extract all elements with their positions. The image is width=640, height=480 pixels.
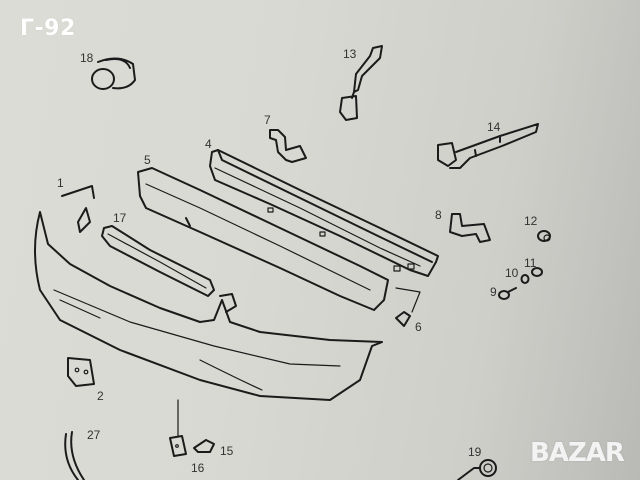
part-2-plate-icon bbox=[67, 357, 95, 387]
callout-1: 1 bbox=[57, 176, 64, 190]
part-16-clip-icon bbox=[169, 399, 187, 457]
part-15-screw-icon bbox=[193, 439, 215, 453]
callout-12: 12 bbox=[524, 214, 538, 228]
part-5-absorber-icon bbox=[137, 167, 389, 311]
callout-11: 11 bbox=[524, 256, 537, 270]
callout-8: 8 bbox=[435, 208, 442, 222]
callout-14: 14 bbox=[487, 120, 501, 134]
callout-13: 13 bbox=[343, 47, 357, 61]
part-9-bolt-icon bbox=[498, 287, 517, 300]
part-7-clip-icon bbox=[269, 129, 307, 163]
part-12-nut-icon bbox=[537, 230, 551, 242]
callout-27: 27 bbox=[87, 428, 101, 442]
part-1-bumper-cover-icon bbox=[34, 185, 383, 401]
part-13-bracket-icon bbox=[339, 45, 383, 121]
callout-5: 5 bbox=[144, 153, 151, 167]
callout-18: 18 bbox=[80, 51, 94, 65]
callout-17: 17 bbox=[113, 211, 127, 225]
part-19-bolt-icon bbox=[457, 459, 497, 480]
callout-10: 10 bbox=[505, 266, 519, 280]
part-27-strip-icon bbox=[64, 431, 85, 480]
callout-7: 7 bbox=[264, 113, 271, 127]
listing-code-label: Г-92 bbox=[20, 16, 76, 41]
callout-4: 4 bbox=[205, 137, 212, 151]
part-10-washer-icon bbox=[520, 274, 530, 284]
bazar-watermark-logo: BAZAR bbox=[530, 438, 625, 468]
callout-6: 6 bbox=[415, 320, 422, 334]
callout-9: 9 bbox=[490, 285, 497, 299]
part-14-bracket-icon bbox=[437, 123, 539, 169]
callout-19: 19 bbox=[468, 445, 482, 459]
part-8-bracket-icon bbox=[449, 213, 491, 243]
part-6-screw-icon bbox=[395, 287, 421, 327]
part-17-trim-icon bbox=[101, 225, 215, 297]
callout-15: 15 bbox=[220, 444, 234, 458]
callout-16: 16 bbox=[191, 461, 205, 475]
part-18-grommet-icon bbox=[91, 57, 136, 90]
callout-2: 2 bbox=[97, 389, 104, 403]
part-4-reinforcement-icon bbox=[209, 149, 439, 277]
part-11-nut-icon bbox=[531, 267, 543, 277]
